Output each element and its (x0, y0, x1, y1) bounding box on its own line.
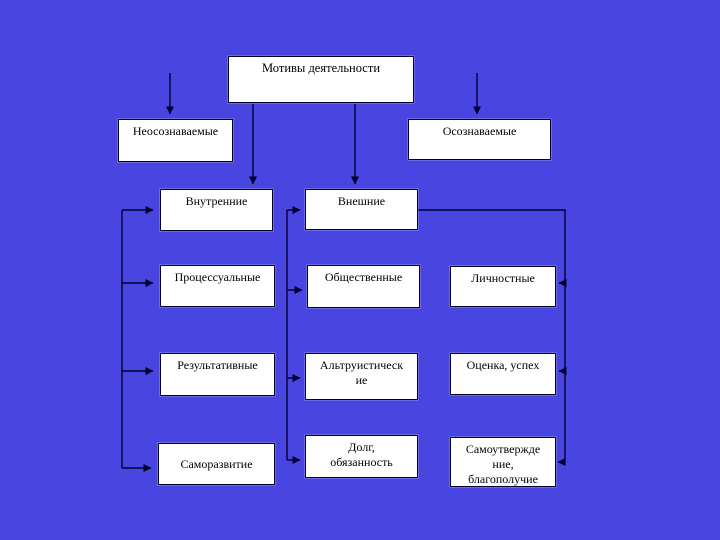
node-processual-label: Процессуальные (174, 270, 261, 284)
arrow-connectors (122, 73, 567, 472)
node-resultative: Результативные (160, 353, 275, 396)
node-self-development: Саморазвитие (158, 443, 275, 485)
node-self-development-label: Саморазвитие (180, 456, 253, 471)
node-external: Внешние (305, 189, 418, 230)
node-social-label: Общественные (324, 270, 403, 284)
node-self-assertion: Самоутвержде ние, благополучие (450, 437, 556, 487)
node-conscious: Осознаваемые (408, 119, 551, 160)
node-duty-label: Долг, обязанность (330, 440, 393, 469)
node-altruistic-label: Альтруистическ ие (319, 358, 404, 387)
node-external-label: Внешние (337, 194, 386, 208)
node-conscious-label: Осознаваемые (442, 124, 517, 138)
node-unconscious: Неосознаваемые (118, 119, 233, 162)
node-resultative-label: Результативные (177, 358, 258, 372)
node-duty: Долг, обязанность (305, 435, 418, 478)
node-internal-label: Внутренние (185, 194, 248, 208)
bracket-spines (121, 209, 566, 468)
node-root: Мотивы деятельности (228, 56, 414, 103)
node-self-assertion-label: Самоутвержде ние, благополучие (465, 442, 541, 486)
node-social: Общественные (307, 265, 420, 308)
node-evaluation-label: Оценка, успех (466, 358, 540, 372)
node-evaluation: Оценка, успех (450, 353, 556, 395)
node-personal: Личностные (450, 266, 556, 307)
node-processual: Процессуальные (160, 265, 275, 307)
node-internal: Внутренние (160, 189, 273, 231)
node-personal-label: Личностные (471, 271, 535, 285)
node-altruistic: Альтруистическ ие (305, 353, 418, 400)
node-root-label: Мотивы деятельности (261, 61, 381, 75)
node-unconscious-label: Неосознаваемые (132, 124, 219, 138)
